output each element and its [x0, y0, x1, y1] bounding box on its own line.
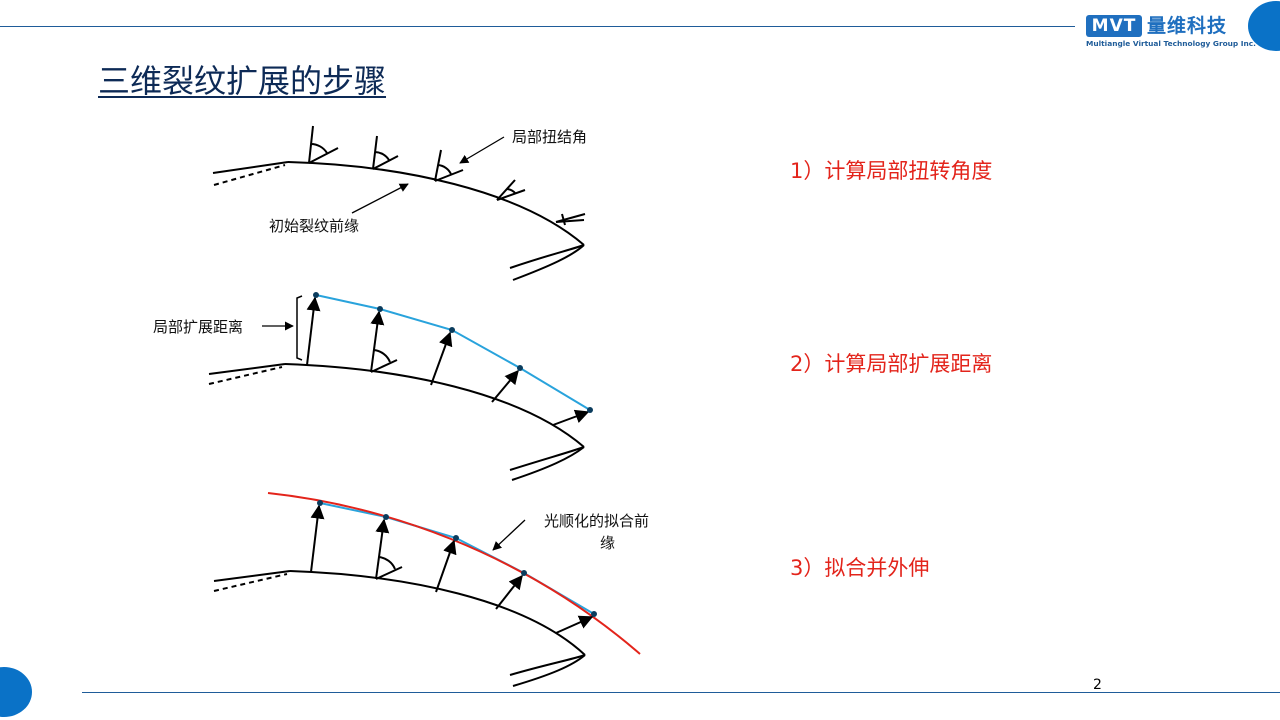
crack-face-dashed — [213, 573, 288, 592]
crack-face-lower-b — [512, 244, 585, 281]
extension-arrow — [555, 615, 594, 634]
crack-face-lower-b — [512, 654, 586, 687]
extension-arrow — [306, 296, 321, 366]
crack-front-curve — [284, 363, 585, 448]
crack-face-lower-a — [509, 244, 585, 269]
twist-angle-marker — [308, 125, 339, 164]
extension-arrow — [435, 539, 457, 593]
step-2-text: 2）计算局部扩展距离 — [790, 352, 993, 376]
extended-front-polyline — [315, 294, 591, 411]
extension-arrow — [430, 331, 453, 386]
fitted-front-curve — [267, 492, 641, 655]
crack-face-dashed — [208, 366, 283, 385]
extension-arrow — [310, 504, 325, 573]
crack-face-lower-a — [509, 446, 585, 471]
step-3-text: 3）拟合并外伸 — [790, 556, 930, 580]
extension-points — [313, 292, 593, 413]
distance-bracket — [296, 295, 303, 361]
crack-front-curve — [289, 570, 586, 656]
panel-2-extension-distance — [208, 294, 591, 481]
panel-1-twist-angle — [212, 125, 586, 281]
label-smoothed-front-line2: 缘 — [600, 534, 615, 552]
logo-name-en: Multiangle Virtual Technology Group Inc. — [1086, 39, 1256, 48]
label-smoothed-front-line1: 光顺化的拟合前 — [544, 512, 649, 530]
panel-3-fit-and-extend — [213, 492, 641, 687]
twist-angle-marker — [555, 213, 586, 226]
initial-front-pointer — [351, 183, 409, 214]
crack-face-lower-a — [509, 654, 586, 676]
company-logo: MVT 量维科技 Multiangle Virtual Technology G… — [1086, 13, 1256, 49]
twist-angle-marker — [372, 135, 399, 170]
fitted-points — [317, 500, 597, 617]
top-rule — [0, 26, 1075, 27]
slide-title: 三维裂纹扩展的步骤 — [98, 62, 387, 100]
initial-crack-front-curve — [287, 161, 585, 246]
crack-face-upper — [212, 161, 289, 174]
extension-arrow — [491, 369, 519, 403]
twist-angle-marker — [496, 179, 526, 201]
crack-face-dashed — [213, 164, 286, 186]
logo-abbr: MVT — [1086, 15, 1142, 37]
crack-face-lower-b — [511, 446, 585, 481]
label-local-extension-distance: 局部扩展距离 — [153, 318, 243, 336]
bottom-rule — [82, 692, 1280, 693]
extension-arrow — [375, 518, 390, 580]
label-local-twist-angle: 局部扭结角 — [512, 128, 587, 146]
twist-angle-marker — [434, 149, 464, 182]
page-number: 2 — [1093, 677, 1102, 693]
logo-name-cn: 量维科技 — [1147, 15, 1228, 37]
twist-angle-pointer — [459, 136, 505, 164]
label-initial-crack-front: 初始裂纹前缘 — [269, 217, 359, 235]
extension-arrow — [495, 574, 523, 610]
crack-face-upper — [208, 363, 286, 375]
fitted-front-pointer — [492, 519, 526, 551]
crack-face-upper — [213, 570, 291, 582]
step-1-text: 1）计算局部扭转角度 — [790, 159, 993, 183]
extension-arrow — [552, 409, 590, 426]
extension-arrow — [370, 310, 385, 373]
